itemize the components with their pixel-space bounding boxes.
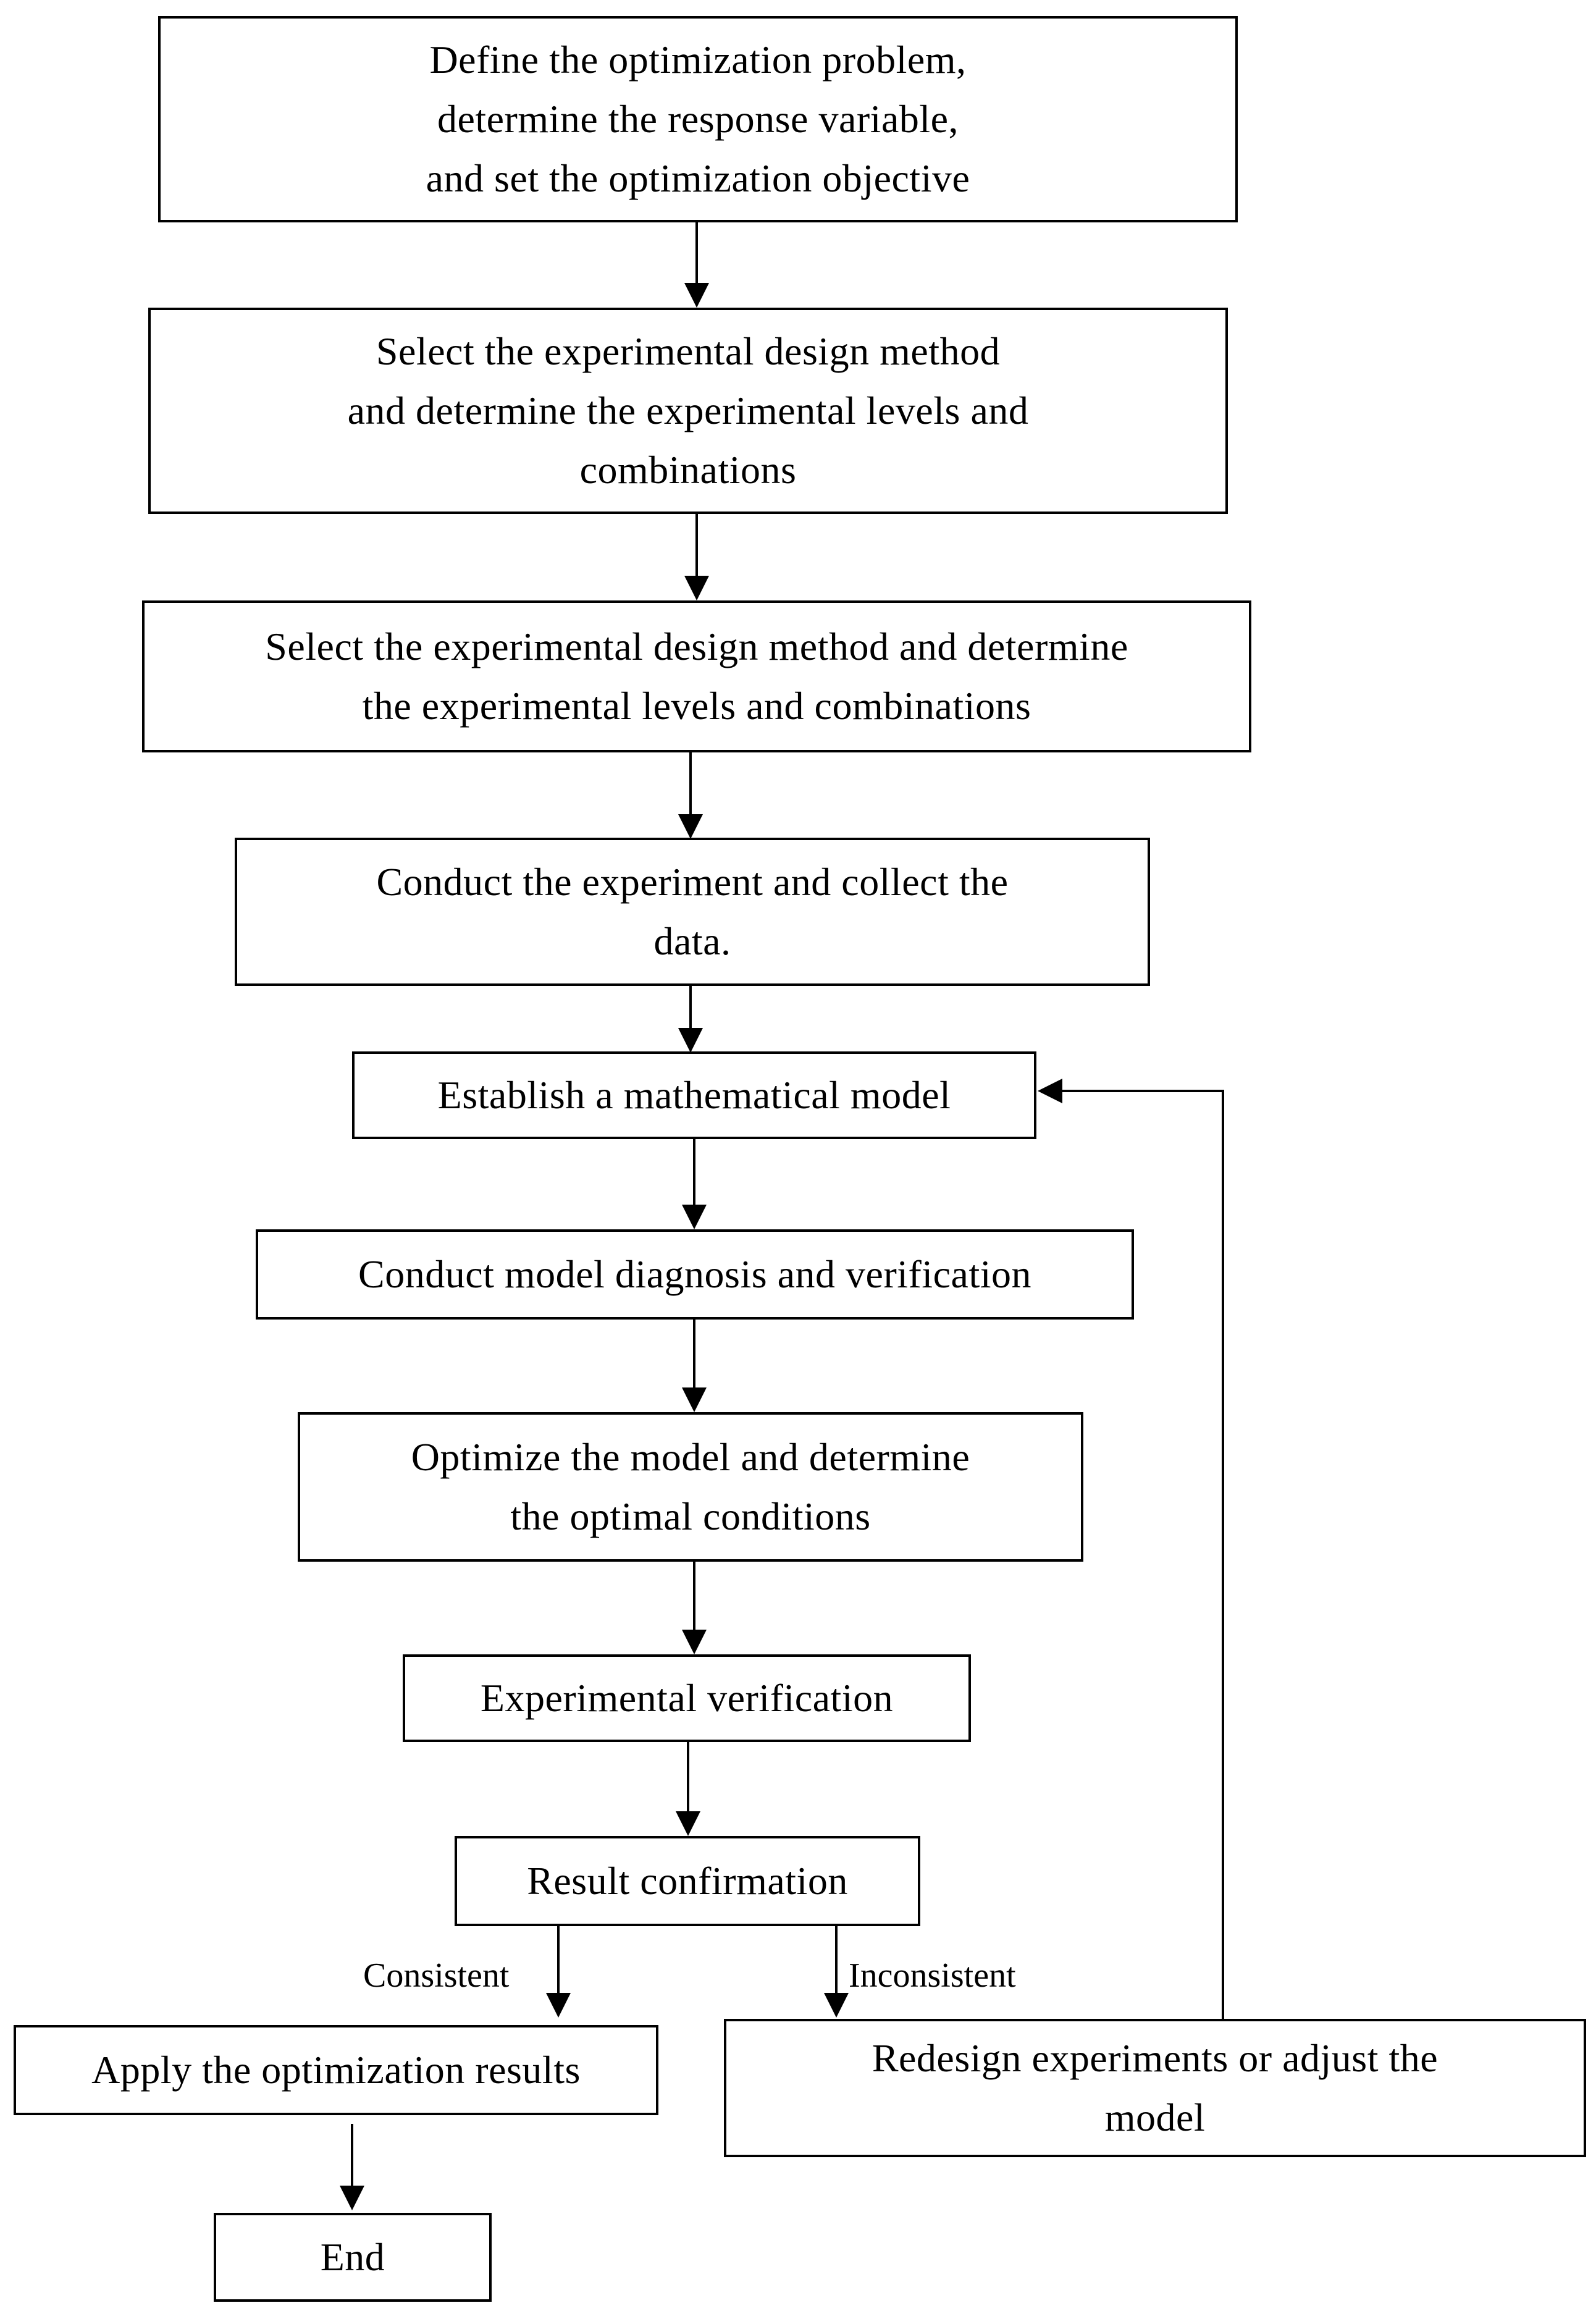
edge-label-consistent: Consistent xyxy=(363,1956,510,1995)
edge-label-inconsistent: Inconsistent xyxy=(849,1956,1016,1995)
step-optimize-model-text: Optimize the model and determine the opt… xyxy=(411,1435,970,1538)
step-redesign-experiments: Redesign experiments or adjust the model xyxy=(724,2019,1586,2157)
step-conduct-experiment-text: Conduct the experiment and collect the d… xyxy=(376,860,1009,963)
step-experimental-verification: Experimental verification xyxy=(403,1654,971,1742)
step-establish-model: Establish a mathematical model xyxy=(352,1051,1036,1139)
step-result-confirmation: Result confirmation xyxy=(455,1836,920,1926)
step-define-problem: Define the optimization problem, determi… xyxy=(158,16,1238,222)
step-apply-results: Apply the optimization results xyxy=(14,2025,658,2115)
step-apply-results-text: Apply the optimization results xyxy=(91,2048,581,2092)
step-model-diagnosis: Conduct model diagnosis and verification xyxy=(256,1229,1134,1320)
step-select-design-method-b: Select the experimental design method an… xyxy=(142,600,1251,752)
step-establish-model-text: Establish a mathematical model xyxy=(437,1073,951,1117)
step-model-diagnosis-text: Conduct model diagnosis and verification xyxy=(358,1252,1031,1296)
step-experimental-verification-text: Experimental verification xyxy=(480,1676,894,1720)
arrow-redesign-to-establish xyxy=(1038,1079,1224,2019)
step-select-design-method-b-text: Select the experimental design method an… xyxy=(265,625,1128,728)
step-define-problem-text: Define the optimization problem, determi… xyxy=(426,38,970,200)
step-conduct-experiment: Conduct the experiment and collect the d… xyxy=(235,838,1150,986)
step-select-design-method-a-text: Select the experimental design method an… xyxy=(347,329,1029,492)
step-result-confirmation-text: Result confirmation xyxy=(527,1859,848,1903)
step-end-text: End xyxy=(320,2235,385,2279)
step-select-design-method-a: Select the experimental design method an… xyxy=(148,308,1228,514)
step-optimize-model: Optimize the model and determine the opt… xyxy=(298,1412,1083,1562)
step-redesign-experiments-text: Redesign experiments or adjust the model xyxy=(872,2036,1438,2139)
step-end: End xyxy=(214,2213,492,2302)
